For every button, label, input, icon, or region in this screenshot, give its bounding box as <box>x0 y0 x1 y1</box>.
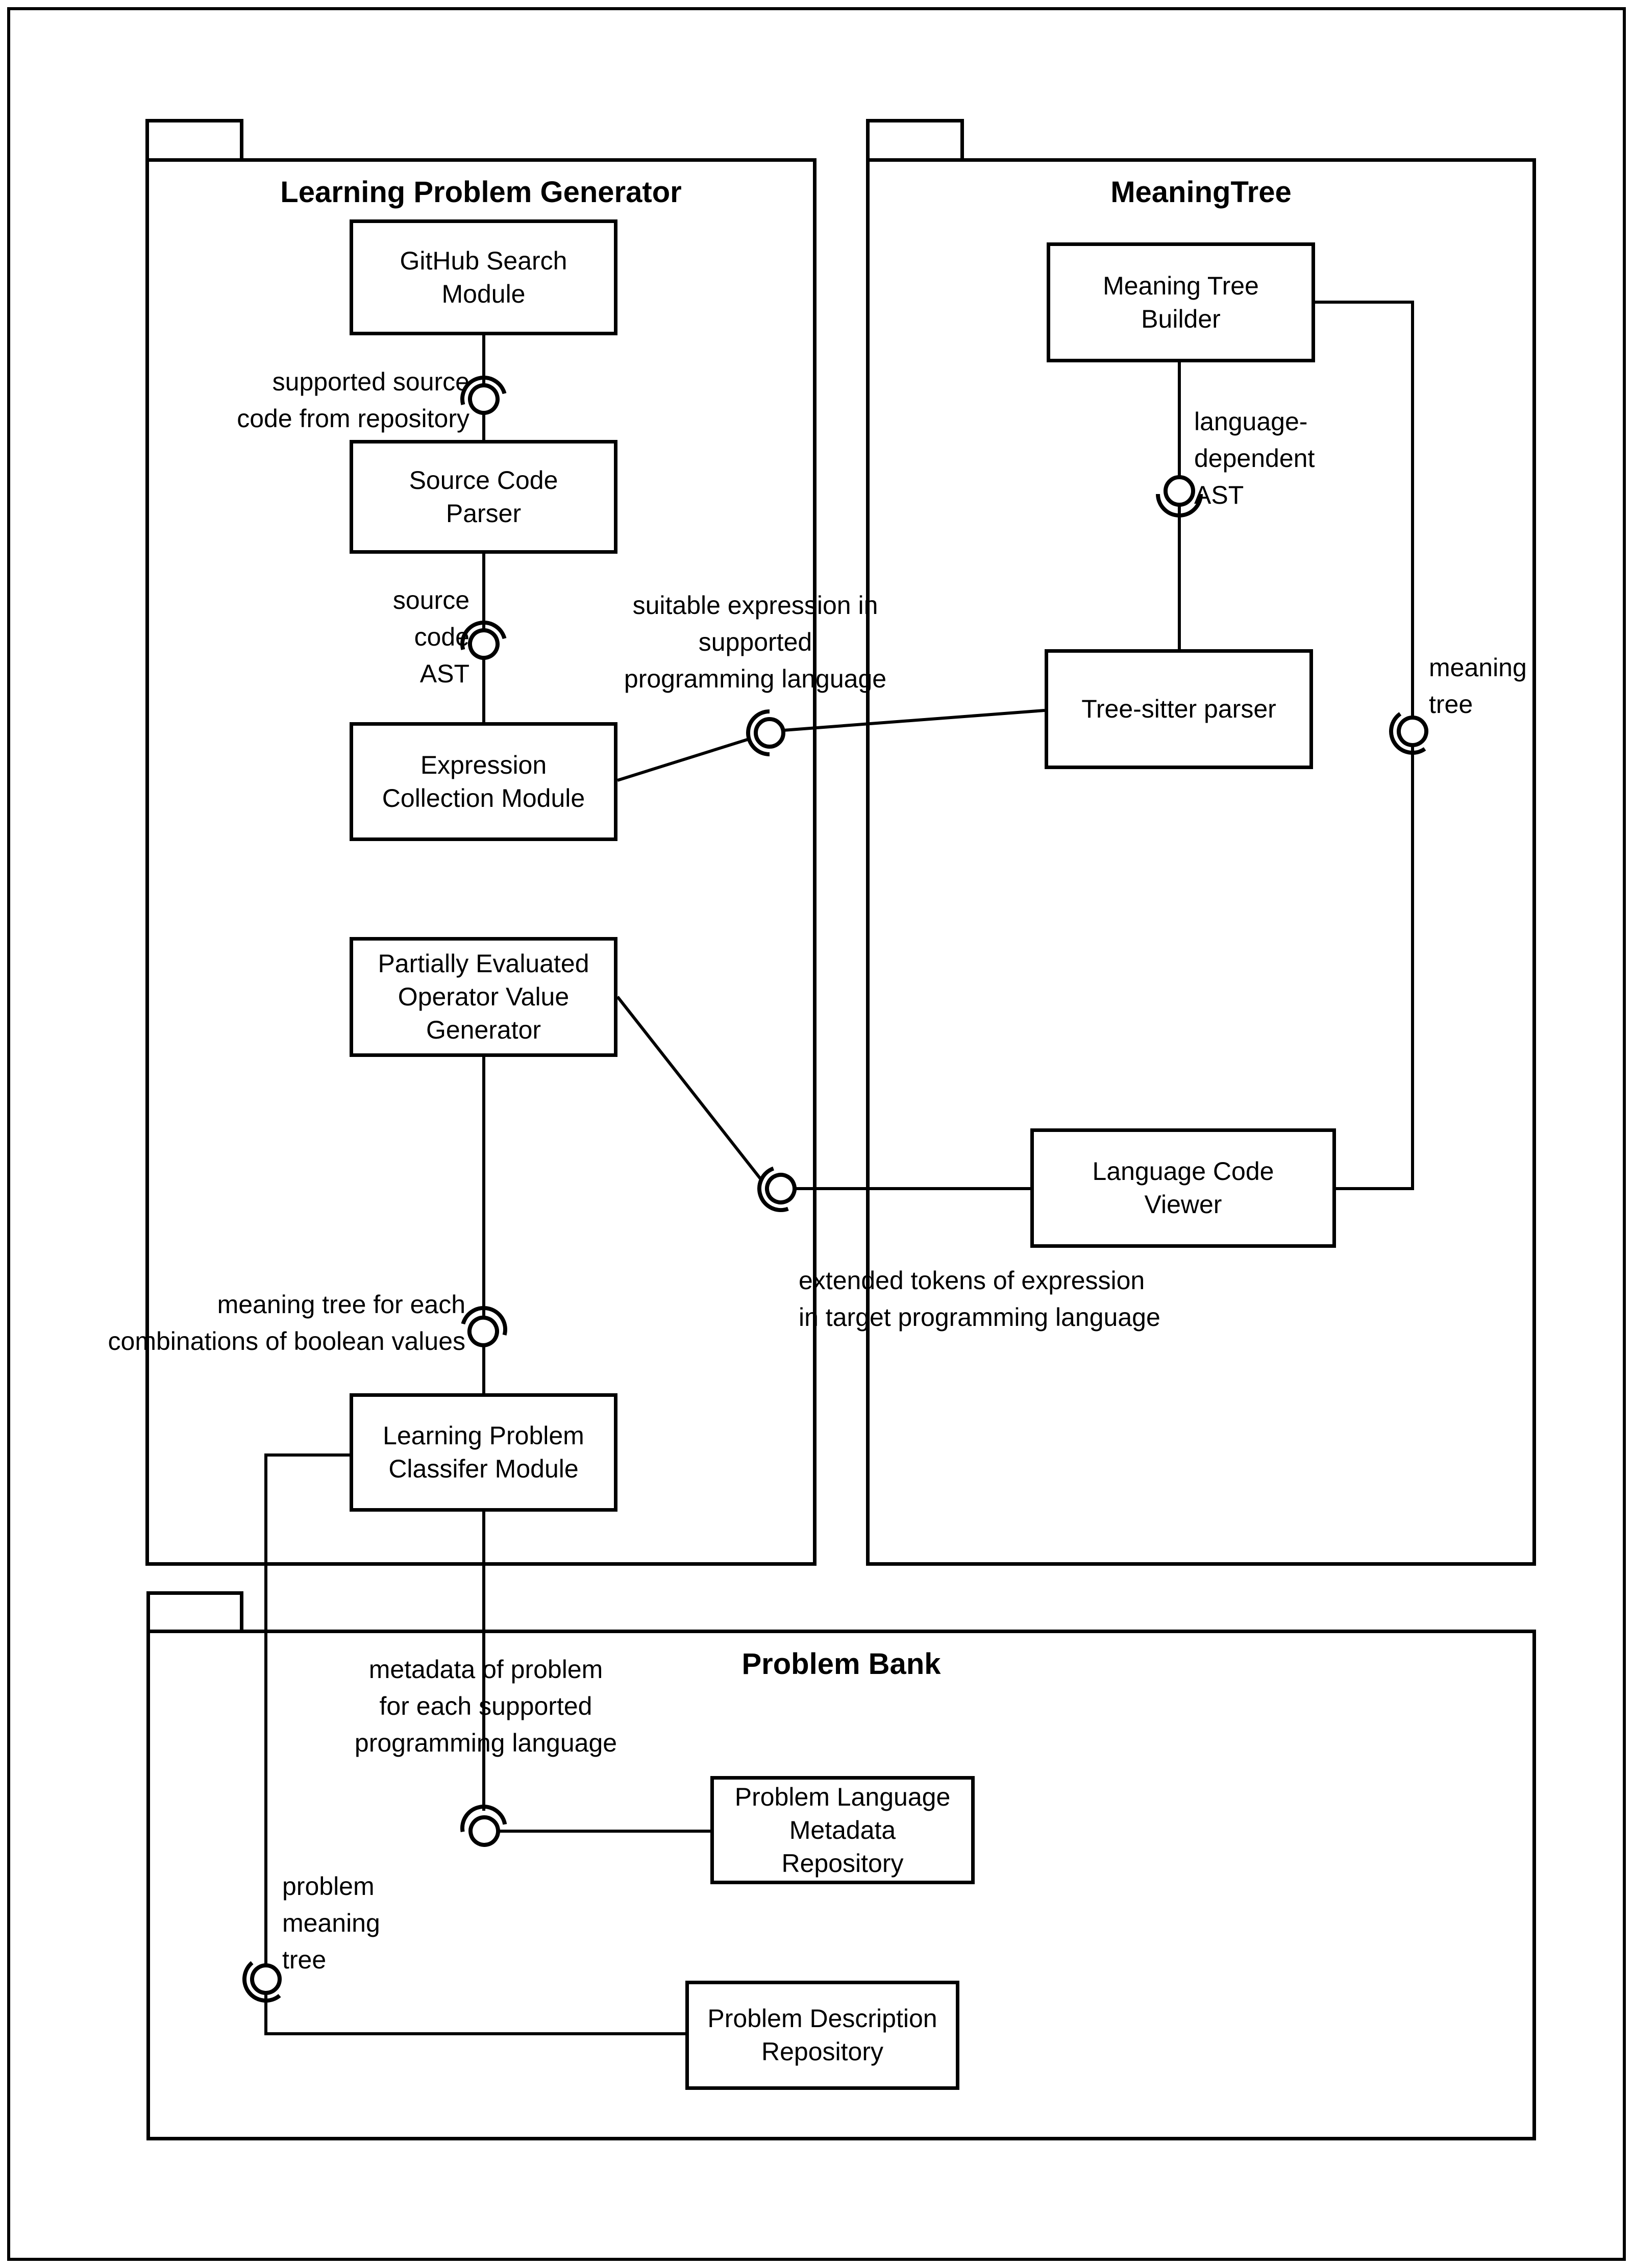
required-interface-socket <box>460 1805 507 1832</box>
provided-interface-ball <box>468 628 500 660</box>
package-tab-problem-bank <box>146 1591 243 1630</box>
connector-language-dependent-ast <box>1156 475 1203 517</box>
label-meaning-tree: meaning tree <box>1429 653 1527 719</box>
provided-interface-ball <box>1164 475 1195 507</box>
label-extended-tokens: extended tokens of expression in target … <box>799 1266 1160 1332</box>
provided-interface-ball <box>250 1963 282 1995</box>
package-problem-bank <box>146 1630 1536 2140</box>
component-source-code-parser: Source Code Parser <box>350 440 617 554</box>
edge-expression-to-socket <box>617 737 750 782</box>
provided-interface-ball <box>467 1315 499 1347</box>
connector-meaning-tree-combinations <box>461 1306 507 1347</box>
connector-extended-tokens <box>757 1166 797 1212</box>
label-source-code-ast: source code AST <box>392 586 469 688</box>
package-tab-learning-problem-generator <box>145 119 243 158</box>
connector-supported-source-code <box>460 376 507 415</box>
edge-generator-to-socket <box>616 996 763 1181</box>
required-interface-socket <box>242 1961 281 2003</box>
package-learning-problem-generator <box>145 158 816 1566</box>
connector-source-code-ast <box>460 621 507 660</box>
component-github-search-module: GitHub Search Module <box>350 219 617 335</box>
package-title-meaning-tree: MeaningTree <box>1110 176 1292 209</box>
required-interface-socket <box>461 1306 507 1336</box>
required-interface-socket <box>1389 712 1426 755</box>
provided-interface-ball <box>765 1173 797 1204</box>
provided-interface-ball <box>468 383 500 415</box>
label-language-dependent-ast: language- dependent AST <box>1194 407 1315 509</box>
package-title-learning-problem-generator: Learning Problem Generator <box>280 176 682 209</box>
required-interface-socket <box>1156 494 1203 517</box>
required-interface-socket <box>757 1166 789 1212</box>
label-problem-metadata: metadata of problem for each supported p… <box>354 1655 617 1757</box>
label-suitable-expression: suitable expression in supported program… <box>624 591 887 693</box>
package-tab-meaning-tree <box>866 119 964 158</box>
edge-classifier-to-description-repo <box>264 1453 687 2035</box>
label-supported-source-code: supported source code from repository <box>237 367 469 433</box>
component-tree-sitter-parser: Tree-sitter parser <box>1045 649 1313 769</box>
component-operator-value-generator: Partially Evaluated Operator Value Gener… <box>350 937 617 1057</box>
component-meaning-tree-builder: Meaning Tree Builder <box>1047 242 1315 362</box>
component-problem-language-metadata-repository: Problem Language Metadata Repository <box>710 1776 975 1884</box>
connector-problem-meaning-tree <box>242 1961 282 2003</box>
provided-interface-ball <box>1397 716 1428 747</box>
diagram-outer-border <box>7 7 1626 2261</box>
provided-interface-ball <box>468 1815 501 1847</box>
component-language-code-viewer: Language Code Viewer <box>1030 1128 1336 1248</box>
label-problem-meaning-tree: problem meaning tree <box>282 1872 380 1974</box>
connector-problem-metadata <box>460 1805 507 1847</box>
connector-meaning-tree <box>1389 712 1428 755</box>
package-meaning-tree <box>866 158 1536 1566</box>
connector-suitable-expression <box>746 709 785 756</box>
label-meaning-tree-combinations: meaning tree for each combinations of bo… <box>108 1290 465 1355</box>
package-title-problem-bank: Problem Bank <box>741 1647 941 1681</box>
edge-ball-to-treesitter <box>783 709 1045 732</box>
component-problem-description-repository: Problem Description Repository <box>685 1981 959 2090</box>
component-learning-problem-classifer-module: Learning Problem Classifer Module <box>350 1393 617 1512</box>
required-interface-socket <box>460 621 507 650</box>
component-expression-collection-module: Expression Collection Module <box>350 722 617 841</box>
provided-interface-ball <box>754 717 785 749</box>
required-interface-socket <box>746 709 770 756</box>
required-interface-socket <box>460 376 507 405</box>
